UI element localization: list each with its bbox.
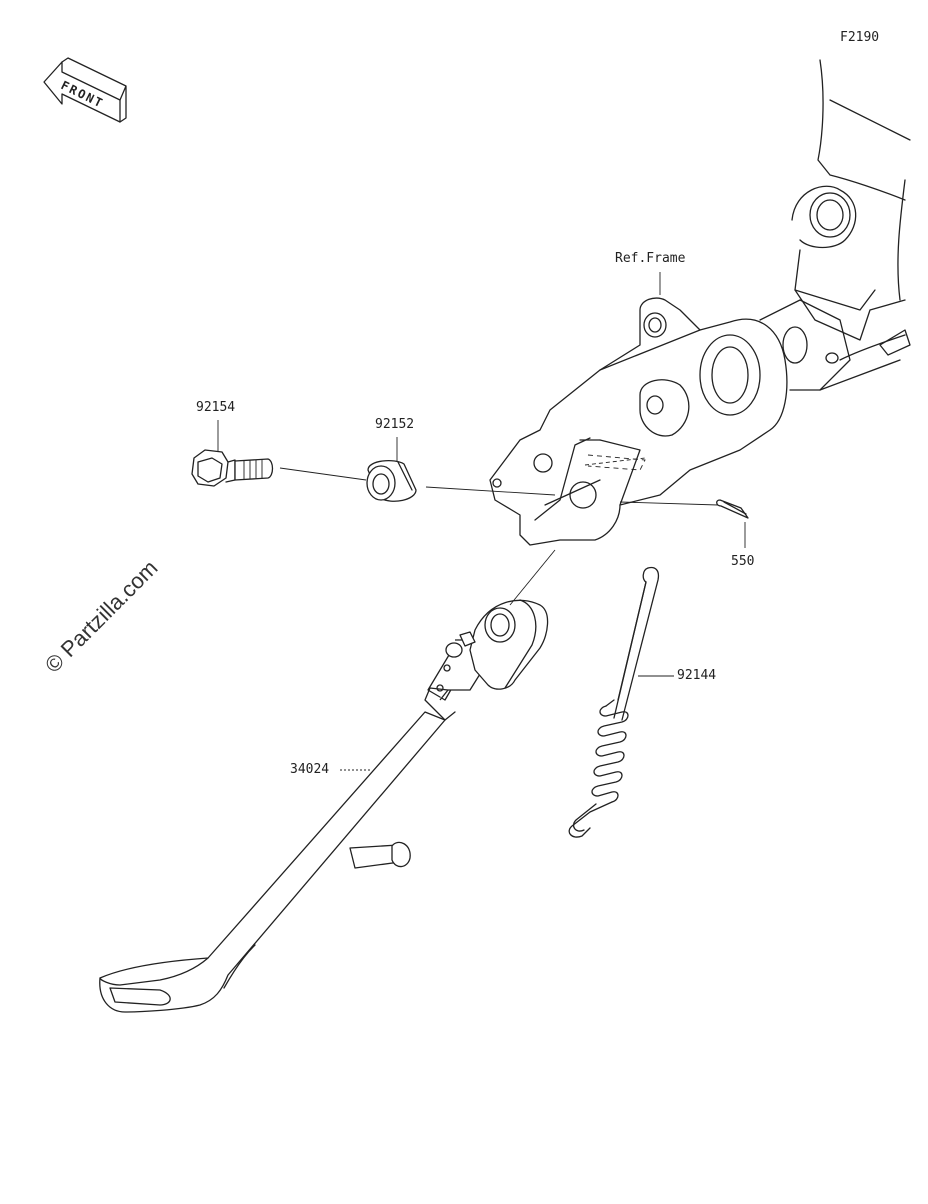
side-stand-34024 [99,599,549,1013]
frame-reference [489,59,911,546]
collar-92152 [366,459,417,502]
cotter-pin-550 [716,499,749,519]
label-ref-frame: Ref.Frame [615,251,686,266]
label-spring-92144: 92144 [677,668,717,683]
spring-92144 [568,566,660,838]
figure-code: F2190 [840,30,880,45]
label-collar-92152: 92152 [375,417,415,432]
label-cotter-pin-550: 550 [731,554,755,569]
front-arrow-icon: FRONT [43,57,127,123]
label-side-stand-34024: 34024 [290,762,330,777]
leader-lines [217,272,746,771]
label-bolt-92154: 92154 [196,400,236,415]
bolt-92154 [191,449,274,487]
